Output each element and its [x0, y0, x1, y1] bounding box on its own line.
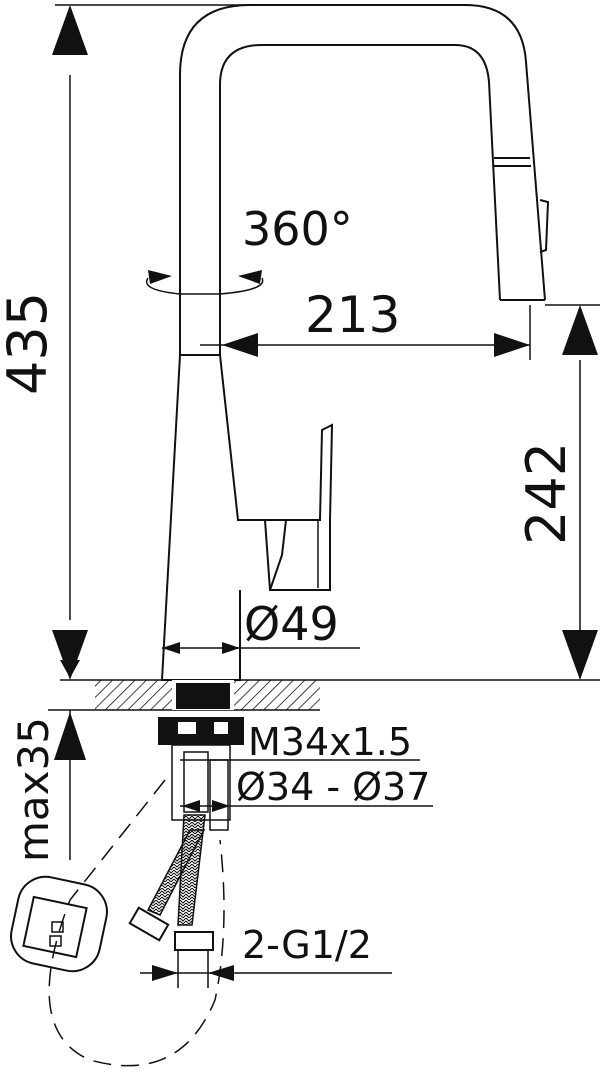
total-height-label: 435	[0, 292, 59, 395]
thread-label: M34x1.5	[248, 720, 412, 764]
dimension-connections: 2-G1/2	[140, 923, 392, 988]
hose-left	[146, 829, 206, 916]
connections-label: 2-G1/2	[242, 923, 372, 967]
spout-reach-label: 213	[305, 286, 400, 344]
mounting-assembly	[128, 717, 244, 951]
spray-swing-path	[10, 779, 225, 1067]
dimension-spout-height: 242	[515, 304, 600, 680]
dimension-total-height: 435	[0, 4, 470, 680]
dimension-max-countertop: max35	[9, 660, 86, 862]
dimension-rotation: 360°	[146, 202, 353, 295]
dimension-spout-reach: 213	[200, 286, 531, 360]
rotation-label: 360°	[242, 202, 353, 256]
base-diameter-label: Ø49	[244, 597, 339, 651]
max-countertop-label: max35	[9, 717, 58, 862]
dimension-base-diameter: Ø49	[162, 597, 360, 654]
dimension-thread: M34x1.5 Ø34 - Ø37	[180, 720, 433, 812]
hole-diameter-label: Ø34 - Ø37	[236, 765, 430, 809]
countertop	[48, 679, 600, 711]
spout-height-label: 242	[515, 442, 578, 545]
lever-handle	[264, 423, 334, 591]
